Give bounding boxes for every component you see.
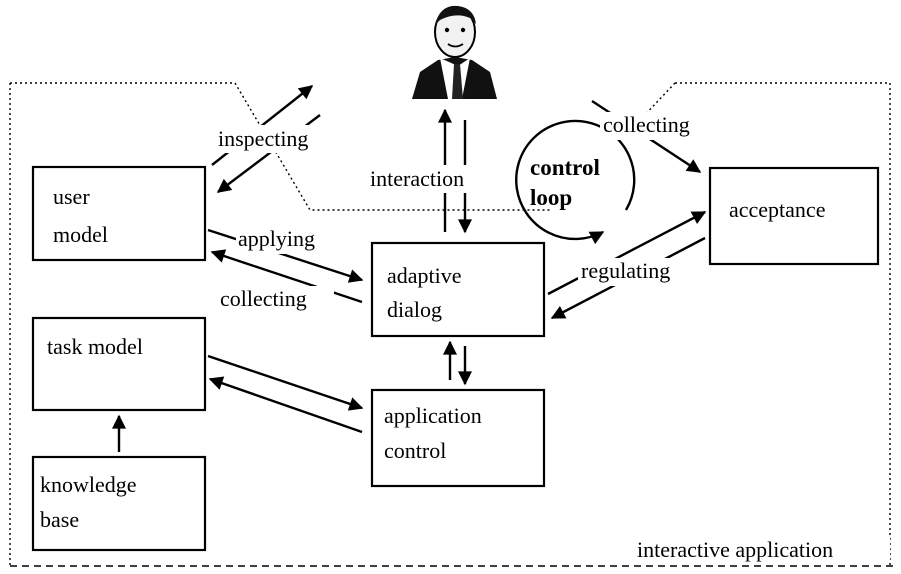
user-model-label-2: model xyxy=(53,222,108,247)
dialog-control-arrows xyxy=(443,340,472,386)
adaptive-dialog-label-2: dialog xyxy=(387,297,442,322)
knowledge-base-node: knowledge base xyxy=(31,455,207,552)
adaptive-dialog-node: adaptive dialog xyxy=(370,241,546,338)
interaction-label: interaction xyxy=(370,166,464,191)
person-icon xyxy=(412,5,497,99)
user-model-label-1: user xyxy=(53,184,90,209)
interactive-application-region xyxy=(9,82,893,567)
inspecting-label: inspecting xyxy=(218,126,308,151)
knowledge-base-label-1: knowledge xyxy=(40,472,137,497)
task-model-label: task model xyxy=(47,334,143,359)
task-model-node: task model xyxy=(31,316,207,412)
control-loop: control loop xyxy=(515,119,636,245)
applying-collecting-arrows xyxy=(207,228,364,304)
control-loop-label-2: loop xyxy=(530,185,572,210)
task-application-arrows xyxy=(207,354,364,434)
collecting-top-label: collecting xyxy=(603,112,690,137)
applying-label: applying xyxy=(238,226,315,251)
user-model-node: user model xyxy=(31,165,207,262)
adaptive-dialog-label-1: adaptive xyxy=(387,263,462,288)
application-control-label-1: application xyxy=(384,403,482,428)
application-control-label-2: control xyxy=(384,438,446,463)
knowledge-base-label-2: base xyxy=(40,507,79,532)
control-loop-label-1: control xyxy=(530,155,600,180)
interactive-application-label: interactive application xyxy=(637,537,833,562)
regulating-label: regulating xyxy=(581,258,670,283)
application-control-node: application control xyxy=(370,388,546,488)
acceptance-label: acceptance xyxy=(729,197,825,222)
collecting-left-label: collecting xyxy=(220,286,307,311)
acceptance-node: acceptance xyxy=(708,166,880,266)
